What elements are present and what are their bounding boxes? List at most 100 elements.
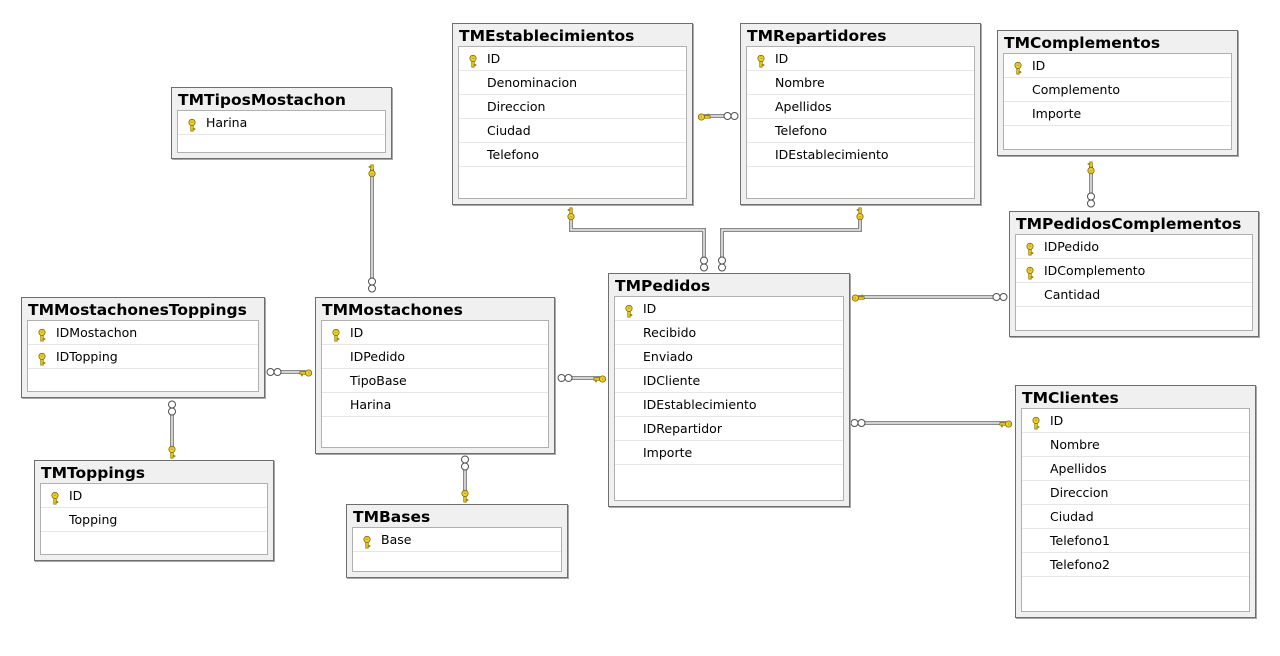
key-icon — [564, 206, 578, 221]
column-row[interactable]: Telefono — [459, 143, 686, 167]
primary-key-icon — [185, 116, 199, 132]
key-icon — [593, 371, 607, 385]
infinity-icon — [557, 374, 573, 382]
primary-key-icon — [48, 489, 62, 505]
link-repart-pedidos — [720, 214, 862, 268]
column-list: ID Nombre Apellidos Telefono IDEstableci… — [746, 46, 975, 199]
link-estab-pedidos — [569, 214, 706, 268]
table-tmbases[interactable]: TMBases Base — [346, 504, 568, 578]
primary-key-icon — [754, 52, 768, 68]
primary-key-icon — [1023, 240, 1037, 256]
infinity-icon — [700, 256, 708, 272]
column-row[interactable]: Telefono — [747, 119, 974, 143]
infinity-icon — [723, 112, 739, 120]
primary-key-icon — [466, 52, 480, 68]
column-list: ID Topping — [40, 483, 268, 555]
table-tmpedidos[interactable]: TMPedidos ID Recibido Enviado IDCliente … — [608, 273, 850, 507]
table-title: TMClientes — [1022, 389, 1119, 407]
column-row[interactable]: Enviado — [615, 345, 843, 369]
column-row[interactable]: Telefono2 — [1022, 553, 1249, 577]
table-title: TMPedidos — [615, 277, 711, 295]
infinity-icon — [718, 256, 726, 272]
column-row[interactable]: IDRepartidor — [615, 417, 843, 441]
column-row[interactable]: ID — [459, 47, 686, 71]
primary-key-icon — [1023, 264, 1037, 280]
column-row[interactable]: Nombre — [1022, 433, 1249, 457]
column-list: ID Recibido Enviado IDCliente IDEstablec… — [614, 296, 844, 501]
column-row[interactable]: Denominacion — [459, 71, 686, 95]
link-estab-pedidos-inner — [570, 214, 705, 268]
table-title: TMMostachones — [322, 301, 463, 319]
column-row[interactable]: Cantidad — [1016, 283, 1252, 307]
column-row[interactable]: Base — [353, 528, 561, 552]
column-row[interactable]: IDPedido — [1016, 235, 1252, 259]
table-tmtiposmostachon[interactable]: TMTiposMostachon Harina — [171, 87, 392, 159]
infinity-icon — [1087, 192, 1095, 208]
table-tmclientes[interactable]: TMClientes ID Nombre Apellidos Direccion… — [1015, 385, 1256, 618]
table-title: TMPedidosComplementos — [1016, 215, 1242, 233]
column-row[interactable]: ID — [1004, 54, 1231, 78]
column-list: IDPedido IDComplemento Cantidad — [1015, 234, 1253, 331]
key-icon — [458, 488, 472, 503]
primary-key-icon — [1011, 59, 1025, 75]
column-row[interactable]: ID — [615, 297, 843, 321]
column-row[interactable]: IDPedido — [322, 345, 548, 369]
primary-key-icon — [35, 350, 49, 366]
table-title: TMComplementos — [1004, 34, 1161, 52]
column-row[interactable]: IDMostachon — [28, 321, 258, 345]
column-list: ID Nombre Apellidos Direccion Ciudad Tel… — [1021, 408, 1250, 612]
table-tmrepartidores[interactable]: TMRepartidores ID Nombre Apellidos Telef… — [740, 23, 981, 205]
column-row[interactable]: ID — [1022, 409, 1249, 433]
column-row[interactable]: Topping — [41, 508, 267, 532]
key-icon — [365, 163, 379, 178]
key-icon — [999, 416, 1013, 430]
table-title: TMTiposMostachon — [178, 91, 346, 109]
column-row[interactable]: Complemento — [1004, 78, 1231, 102]
table-title: TMBases — [353, 508, 431, 526]
key-icon — [697, 109, 711, 123]
column-list: IDMostachon IDTopping — [27, 320, 259, 392]
column-row[interactable]: Recibido — [615, 321, 843, 345]
primary-key-icon — [35, 326, 49, 342]
infinity-icon — [850, 419, 866, 427]
key-icon — [165, 444, 179, 459]
column-row[interactable]: TipoBase — [322, 369, 548, 393]
column-row[interactable]: Telefono1 — [1022, 529, 1249, 553]
primary-key-icon — [329, 326, 343, 342]
table-tmpedidoscomplementos[interactable]: TMPedidosComplementos IDPedido IDComplem… — [1009, 211, 1259, 337]
column-row[interactable]: Harina — [322, 393, 548, 417]
column-list: ID IDPedido TipoBase Harina — [321, 320, 549, 448]
column-row[interactable]: Apellidos — [747, 95, 974, 119]
column-row[interactable]: ID — [322, 321, 548, 345]
table-tmcomplementos[interactable]: TMComplementos ID Complemento Importe — [997, 30, 1238, 156]
table-tmmostachonestoppings[interactable]: TMMostachonesToppings IDMostachon IDTopp… — [21, 297, 265, 398]
column-row[interactable]: IDComplemento — [1016, 259, 1252, 283]
table-title: TMEstablecimientos — [459, 27, 635, 45]
column-row[interactable]: IDEstablecimiento — [747, 143, 974, 167]
column-row[interactable]: IDCliente — [615, 369, 843, 393]
column-row[interactable]: Direccion — [1022, 481, 1249, 505]
key-icon — [299, 365, 313, 379]
infinity-icon — [168, 400, 176, 416]
column-row[interactable]: Importe — [615, 441, 843, 465]
column-row[interactable]: Ciudad — [459, 119, 686, 143]
column-list: ID Complemento Importe — [1003, 53, 1232, 150]
column-row[interactable]: Harina — [178, 111, 385, 135]
table-tmtoppings[interactable]: TMToppings ID Topping — [34, 460, 274, 561]
column-row[interactable]: IDEstablecimiento — [615, 393, 843, 417]
infinity-icon — [266, 368, 282, 376]
table-tmmostachones[interactable]: TMMostachones ID IDPedido TipoBase Harin… — [315, 297, 555, 454]
column-row[interactable]: Apellidos — [1022, 457, 1249, 481]
column-row[interactable]: Ciudad — [1022, 505, 1249, 529]
table-tmestablecimientos[interactable]: TMEstablecimientos ID Denominacion Direc… — [452, 23, 693, 205]
table-title: TMRepartidores — [747, 27, 887, 45]
column-list: Harina — [177, 110, 386, 153]
column-row[interactable]: Direccion — [459, 95, 686, 119]
column-row[interactable]: Importe — [1004, 102, 1231, 126]
column-row[interactable]: ID — [41, 484, 267, 508]
column-row[interactable]: ID — [747, 47, 974, 71]
link-repart-pedidos-inner — [721, 214, 861, 268]
column-row[interactable]: Nombre — [747, 71, 974, 95]
column-row[interactable]: IDTopping — [28, 345, 258, 369]
infinity-icon — [992, 293, 1008, 301]
